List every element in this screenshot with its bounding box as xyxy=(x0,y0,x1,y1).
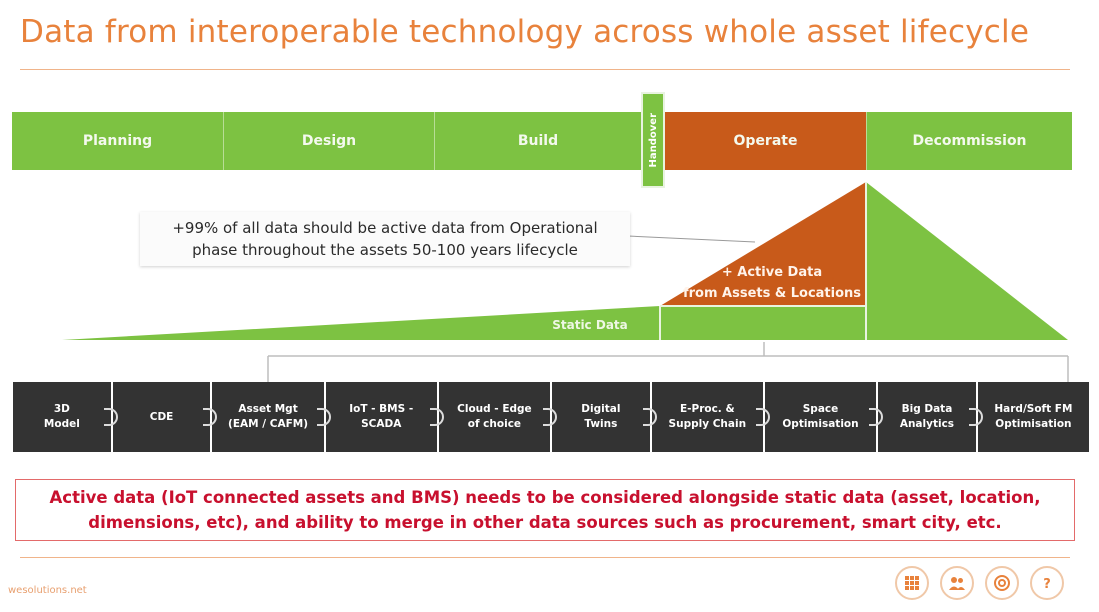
slide-title: Data from interoperable technology acros… xyxy=(20,14,1030,50)
bracket-connector xyxy=(267,342,1069,382)
link-icon xyxy=(429,408,444,426)
handover-marker: Handover xyxy=(641,92,665,188)
phase-build: Build xyxy=(435,112,641,170)
technology-strip: 3D Model CDE Asset Mgt (EAM / CAFM) IoT … xyxy=(13,382,1089,452)
tech-fm-optimisation: Hard/Soft FM Optimisation xyxy=(968,382,1089,452)
key-message-box: Active data (IoT connected assets and BM… xyxy=(15,479,1075,541)
static-data-wedge xyxy=(62,306,660,340)
active-data-triangle xyxy=(660,182,866,306)
active-data-callout: +99% of all data should be active data f… xyxy=(140,212,630,266)
link-icon xyxy=(755,408,770,426)
tech-space-optimisation: Space Optimisation xyxy=(755,382,877,452)
website-link[interactable]: wesolutions.net xyxy=(8,585,87,596)
tech-iot-bms-scada: IoT - BMS - SCADA xyxy=(316,382,437,452)
tech-big-data-analytics: Big Data Analytics xyxy=(869,382,976,452)
operate-static-base xyxy=(660,306,866,340)
people-icon[interactable] xyxy=(940,566,974,600)
link-icon xyxy=(316,408,331,426)
link-icon xyxy=(869,408,884,426)
decommission-data-triangle xyxy=(866,182,1068,340)
link-icon xyxy=(543,408,557,426)
tech-cloud-edge: Cloud - Edge of choice xyxy=(429,382,550,452)
link-icon xyxy=(203,408,218,426)
static-data-label: Static Data xyxy=(552,318,628,332)
callout-pointer xyxy=(627,235,756,243)
help-icon[interactable]: ? xyxy=(1030,566,1064,600)
target-icon[interactable] xyxy=(985,566,1019,600)
footer-divider xyxy=(20,557,1070,558)
phase-planning: Planning xyxy=(12,112,224,170)
tech-digital-twins: Digital Twins xyxy=(543,382,650,452)
phase-operate: Operate xyxy=(665,112,866,170)
link-icon xyxy=(642,408,657,426)
link-icon xyxy=(968,408,983,426)
tech-3d-model: 3D Model xyxy=(13,382,111,452)
tech-e-proc-supply-chain: E-Proc. & Supply Chain xyxy=(642,382,763,452)
title-divider xyxy=(20,69,1070,70)
phase-design: Design xyxy=(224,112,435,170)
phase-decommission: Decommission xyxy=(866,112,1072,170)
tech-cde: CDE xyxy=(103,382,211,452)
active-data-label: + Active Data from Assets & Locations xyxy=(682,265,862,301)
grid-icon[interactable] xyxy=(895,566,929,600)
tech-asset-mgt: Asset Mgt (EAM / CAFM) xyxy=(203,382,324,452)
svg-text:?: ? xyxy=(1043,577,1051,591)
link-icon xyxy=(103,408,118,426)
